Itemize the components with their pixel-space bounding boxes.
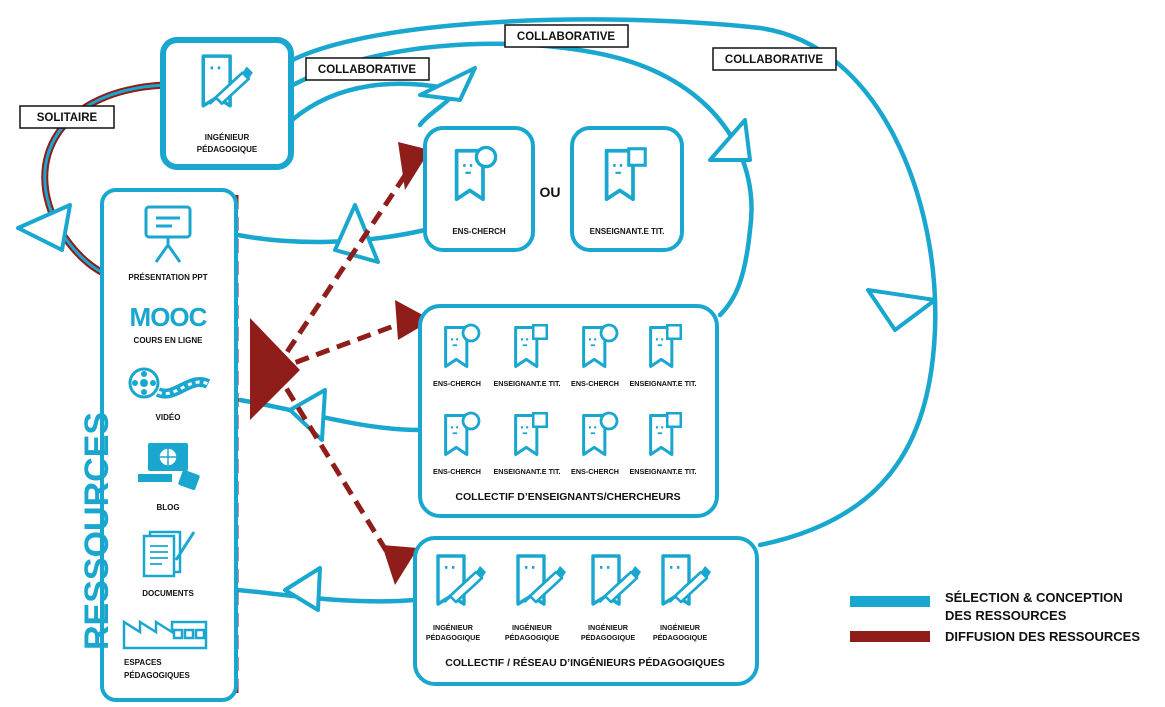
tag-collaborative-3: COLLABORATIVE xyxy=(712,47,837,71)
ing-3-line2: PÉDAGOGIQUE xyxy=(581,633,636,642)
ing-1-line2: PÉDAGOGIQUE xyxy=(426,633,481,642)
dash-to-ingenieurs xyxy=(272,368,398,567)
loop-outer-right xyxy=(267,17,938,548)
collectif-enseignants-box xyxy=(418,304,719,518)
collectif-r2-4: ENSEIGNANT.E TIT. xyxy=(629,467,696,476)
collectif-r1-3: ENS-CHERCH xyxy=(571,379,619,388)
collectif-r1-1: ENS-CHERCH xyxy=(433,379,481,388)
film-reel-icon xyxy=(128,367,211,399)
enseignant-tit-label: ENSEIGNANT.E TIT. xyxy=(590,227,665,236)
legend-blue-line2: DES RESSOURCES xyxy=(945,608,1067,623)
item-ppt-label: PRÉSENTATION PPT xyxy=(128,273,207,282)
tag-collab-1-text: COLLABORATIVE xyxy=(318,64,417,76)
computer-globe-icon xyxy=(138,443,200,491)
tag-collaborative-2: COLLABORATIVE xyxy=(504,24,629,48)
item-mooc-label: COURS EN LIGNE xyxy=(134,336,204,345)
legend-red-swatch xyxy=(850,631,930,642)
collectif-enseignants-title: COLLECTIF D’ENSEIGNANTS/CHERCHEURS xyxy=(455,491,680,503)
arrow-top-collab xyxy=(418,66,477,102)
collectif-r2-1: ENS-CHERCH xyxy=(433,467,481,476)
arrow-far-right xyxy=(866,288,937,332)
collectif-ingenieurs-box xyxy=(413,536,759,686)
tag-solitaire-text: SOLITAIRE xyxy=(37,112,98,124)
arrow-right-collab xyxy=(708,118,752,162)
legend-blue-line1: SÉLECTION & CONCEPTION xyxy=(945,590,1123,605)
red-head-ingenieurs xyxy=(382,545,418,585)
line-collectif-back xyxy=(237,397,423,433)
arrow-solitaire xyxy=(16,203,72,252)
ing-4-line1: INGÉNIEUR xyxy=(660,623,701,632)
loop-middle xyxy=(272,41,754,318)
tag-collab-3-text: COLLABORATIVE xyxy=(725,54,824,66)
legend-red-text: DIFFUSION DES RESSOURCES xyxy=(945,629,1140,644)
enseignant-tit-box xyxy=(570,126,684,252)
blue-arrowheads xyxy=(16,66,937,612)
ens-cherch-label: ENS-CHERCH xyxy=(452,227,506,236)
tag-collaborative-1: COLLABORATIVE xyxy=(305,57,430,81)
head-circle-icon xyxy=(474,145,498,169)
ing-2-line1: INGÉNIEUR xyxy=(512,623,553,632)
head-square-icon xyxy=(627,147,647,167)
collectif-r2-3: ENS-CHERCH xyxy=(571,467,619,476)
tag-solitaire: SOLITAIRE xyxy=(19,105,115,129)
arrow-from-collectif xyxy=(288,388,327,442)
item-documents-label: DOCUMENTS xyxy=(142,589,194,598)
documents-icon xyxy=(142,530,196,578)
blue-solitaire-loop xyxy=(43,83,166,277)
blue-flow-lines xyxy=(235,17,938,604)
collectif-r1-2: ENSEIGNANT.E TIT. xyxy=(493,379,560,388)
legend-blue-swatch xyxy=(850,596,930,607)
item-blog-label: BLOG xyxy=(156,503,179,512)
item-espaces-line2: PÉDAGOGIQUES xyxy=(124,671,190,680)
collectif-ingenieurs-title: COLLECTIF / RÉSEAU D’INGÉNIEURS PÉDAGOGI… xyxy=(445,656,724,669)
dash-to-collectif xyxy=(274,317,411,373)
ing-2-line2: PÉDAGOGIQUE xyxy=(505,633,560,642)
red-head-collectif xyxy=(395,300,432,340)
ingenieur-top-line2: PÉDAGOGIQUE xyxy=(197,145,258,154)
item-video-label: VIDÉO xyxy=(156,413,181,422)
presentation-board-icon xyxy=(144,205,192,263)
red-head-pair xyxy=(398,142,430,190)
collectif-r2-2: ENSEIGNANT.E TIT. xyxy=(493,467,560,476)
factory-building-icon xyxy=(122,619,208,650)
red-arrowheads xyxy=(250,142,432,585)
ou-text: OU xyxy=(540,184,561,200)
red-head-main xyxy=(250,318,300,420)
arrow-to-pair xyxy=(333,203,380,264)
ingenieur-top-line1: INGÉNIEUR xyxy=(205,133,250,142)
ressources-title: RESSOURCES xyxy=(78,412,116,650)
ing-4-line2: PÉDAGOGIQUE xyxy=(653,633,708,642)
tag-collab-2-text: COLLABORATIVE xyxy=(517,31,616,43)
line-res-to-pair xyxy=(235,227,428,245)
dash-to-pair xyxy=(272,166,413,372)
ing-3-line1: INGÉNIEUR xyxy=(588,623,629,632)
line-ing-back xyxy=(235,587,418,604)
legend: SÉLECTION & CONCEPTION DES RESSOURCES DI… xyxy=(850,590,1140,644)
item-espaces-line1: ESPACES xyxy=(124,658,162,667)
collectif-r1-4: ENSEIGNANT.E TIT. xyxy=(629,379,696,388)
ing-1-line1: INGÉNIEUR xyxy=(433,623,474,632)
arrow-from-ingenieurs xyxy=(283,566,322,612)
ens-cherch-box xyxy=(423,126,535,252)
mooc-logo: MOOC xyxy=(130,302,208,332)
